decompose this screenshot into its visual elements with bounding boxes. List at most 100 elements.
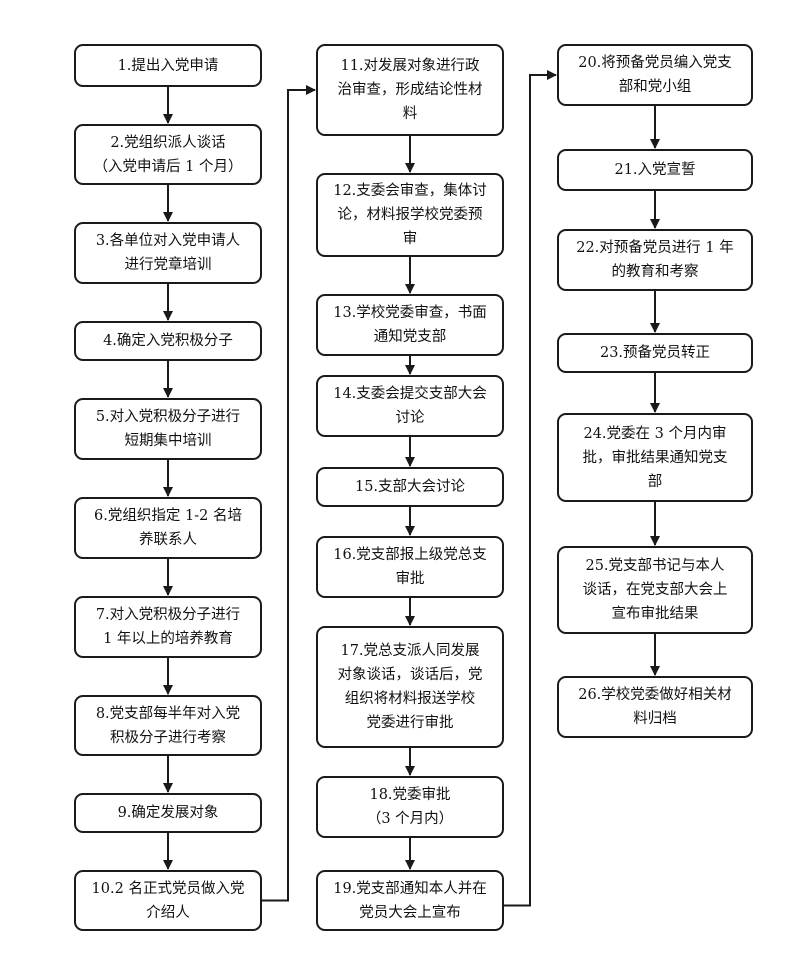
- step-line: 7.对入党积极分子进行: [95, 607, 241, 623]
- step-line: 22.对预备党员进行 1 年: [576, 240, 734, 256]
- step-line: （入党申请后 1 个月）: [93, 158, 243, 175]
- step-text: 19.党支部通知本人并在党员大会上宣布: [333, 877, 487, 925]
- step-text: 6.党组织指定 1-2 名培养联系人: [94, 504, 242, 552]
- step-11: 11.对发展对象进行政治审查，形成结论性材料: [316, 44, 504, 136]
- step-text: 25.党支部书记与本人谈话，在党支部大会上宣布审批结果: [583, 554, 728, 626]
- step-25: 25.党支部书记与本人谈话，在党支部大会上宣布审批结果: [557, 546, 753, 634]
- step-19: 19.党支部通知本人并在党员大会上宣布: [316, 870, 504, 931]
- step-line: 5.对入党积极分子进行: [95, 409, 241, 425]
- arrow-s19-s20: [504, 70, 557, 907]
- step-20: 20.将预备党员编入党支部和党小组: [557, 44, 753, 106]
- step-9: 9.确定发展对象: [74, 793, 262, 833]
- step-line: 18.党委审批: [369, 787, 451, 803]
- step-text: 8.党支部每半年对入党积极分子进行考察: [96, 702, 240, 750]
- step-line: （3 个月内）: [366, 811, 454, 827]
- step-line: 治审查，形成结论性材: [337, 82, 483, 98]
- step-line: 16.党支部报上级党总支: [333, 547, 487, 563]
- step-line: 13.学校党委审查，书面: [333, 305, 487, 321]
- step-text: 4.确定入党积极分子: [103, 329, 233, 353]
- step-6: 6.党组织指定 1-2 名培养联系人: [74, 497, 262, 559]
- step-text: 22.对预备党员进行 1 年的教育和考察: [576, 236, 734, 284]
- step-text: 9.确定发展对象: [118, 801, 219, 825]
- step-line: 4.确定入党积极分子: [103, 333, 233, 349]
- step-line: 审: [402, 231, 418, 247]
- step-line: 20.将预备党员编入党支: [578, 55, 732, 71]
- step-text: 10.2 名正式党员做入党介绍人: [92, 877, 245, 925]
- step-line: 讨论: [395, 410, 425, 426]
- step-line: 9.确定发展对象: [117, 805, 219, 821]
- step-text: 13.学校党委审查，书面通知党支部: [333, 301, 487, 349]
- step-line: 介绍人: [146, 904, 190, 921]
- step-line: 21.入党宣誓: [614, 162, 696, 178]
- step-line: 料归档: [633, 711, 677, 727]
- step-5: 5.对入党积极分子进行短期集中培训: [74, 398, 262, 460]
- step-4: 4.确定入党积极分子: [74, 321, 262, 361]
- step-line: 进行党章培训: [124, 257, 212, 273]
- step-13: 13.学校党委审查，书面通知党支部: [316, 294, 504, 356]
- step-26: 26.学校党委做好相关材料归档: [557, 676, 753, 738]
- step-2: 2.党组织派人谈话 （入党申请后 1 个月）: [74, 124, 262, 185]
- step-8: 8.党支部每半年对入党积极分子进行考察: [74, 695, 262, 756]
- step-text: 1.提出入党申请: [118, 54, 219, 78]
- step-text: 7.对入党积极分子进行 1 年以上的培养教育: [96, 603, 240, 651]
- step-text: 3.各单位对入党申请人进行党章培训: [96, 229, 240, 277]
- step-line: 1 年以上的培养教育: [103, 631, 233, 647]
- step-line: 6.党组织指定 1-2 名培: [94, 508, 242, 524]
- step-16: 16.党支部报上级党总支审批: [316, 536, 504, 598]
- step-line: 短期集中培训: [124, 433, 212, 449]
- step-text: 12.支委会审查，集体讨论，材料报学校党委预审: [333, 179, 487, 251]
- step-text: 11.对发展对象进行政治审查，形成结论性材料: [338, 54, 483, 126]
- step-21: 21.入党宣誓: [557, 149, 753, 191]
- step-text: 23.预备党员转正: [600, 341, 710, 365]
- step-text: 21.入党宣誓: [614, 158, 695, 182]
- step-line: 11.对发展对象进行政: [340, 58, 480, 74]
- step-10: 10.2 名正式党员做入党介绍人: [74, 870, 262, 931]
- step-line: 26.学校党委做好相关材: [578, 687, 732, 703]
- step-line: 积极分子进行考察: [110, 729, 226, 746]
- step-text: 17.党总支派人同发展对象谈话，谈话后，党组织将材料报送学校党委进行审批: [338, 639, 483, 735]
- step-line: 12.支委会审查，集体讨: [333, 183, 487, 199]
- step-text: 2.党组织派人谈话 （入党申请后 1 个月）: [94, 131, 243, 179]
- step-text: 18.党委审批 （3 个月内）: [367, 783, 453, 831]
- step-line: 3.各单位对入党申请人: [95, 233, 241, 249]
- arrow-s10-s11: [262, 85, 316, 902]
- step-line: 党员大会上宣布: [359, 904, 461, 921]
- step-14: 14.支委会提交支部大会讨论: [316, 375, 504, 437]
- step-text: 20.将预备党员编入党支部和党小组: [578, 51, 732, 99]
- step-23: 23.预备党员转正: [557, 333, 753, 373]
- step-line: 对象谈话，谈话后，党: [337, 667, 483, 683]
- step-line: 15.支部大会讨论: [354, 479, 466, 495]
- step-line: 通知党支部: [373, 329, 447, 345]
- step-line: 养联系人: [139, 532, 197, 548]
- step-17: 17.党总支派人同发展对象谈话，谈话后，党组织将材料报送学校党委进行审批: [316, 626, 504, 748]
- step-line: 8.党支部每半年对入党: [95, 705, 241, 722]
- step-7: 7.对入党积极分子进行 1 年以上的培养教育: [74, 596, 262, 658]
- step-line: 宣布审批结果: [611, 606, 699, 622]
- step-line: 谈话，在党支部大会上: [582, 582, 728, 598]
- step-line: 部: [647, 473, 663, 490]
- step-line: 党委进行审批: [366, 715, 454, 731]
- step-line: 10.2 名正式党员做入党: [91, 880, 245, 897]
- step-15: 15.支部大会讨论: [316, 467, 504, 507]
- step-text: 26.学校党委做好相关材料归档: [578, 683, 732, 731]
- step-line: 批，审批结果通知党支: [582, 449, 728, 466]
- step-line: 23.预备党员转正: [599, 345, 711, 361]
- step-22: 22.对预备党员进行 1 年的教育和考察: [557, 229, 753, 291]
- step-text: 16.党支部报上级党总支审批: [333, 543, 487, 591]
- step-text: 24.党委在 3 个月内审批，审批结果通知党支部: [583, 422, 728, 494]
- step-line: 24.党委在 3 个月内审: [583, 425, 727, 442]
- step-24: 24.党委在 3 个月内审批，审批结果通知党支部: [557, 413, 753, 502]
- step-line: 的教育和考察: [611, 264, 699, 280]
- step-line: 25.党支部书记与本人: [585, 558, 725, 574]
- step-text: 14.支委会提交支部大会讨论: [333, 382, 487, 430]
- step-line: 19.党支部通知本人并在: [333, 880, 487, 897]
- step-3: 3.各单位对入党申请人进行党章培训: [74, 222, 262, 284]
- step-line: 组织将材料报送学校: [344, 691, 476, 707]
- step-line: 2.党组织派人谈话: [110, 134, 226, 151]
- step-18: 18.党委审批 （3 个月内）: [316, 776, 504, 838]
- step-line: 14.支委会提交支部大会: [333, 386, 487, 402]
- step-line: 17.党总支派人同发展: [340, 643, 480, 659]
- step-line: 部和党小组: [618, 79, 692, 95]
